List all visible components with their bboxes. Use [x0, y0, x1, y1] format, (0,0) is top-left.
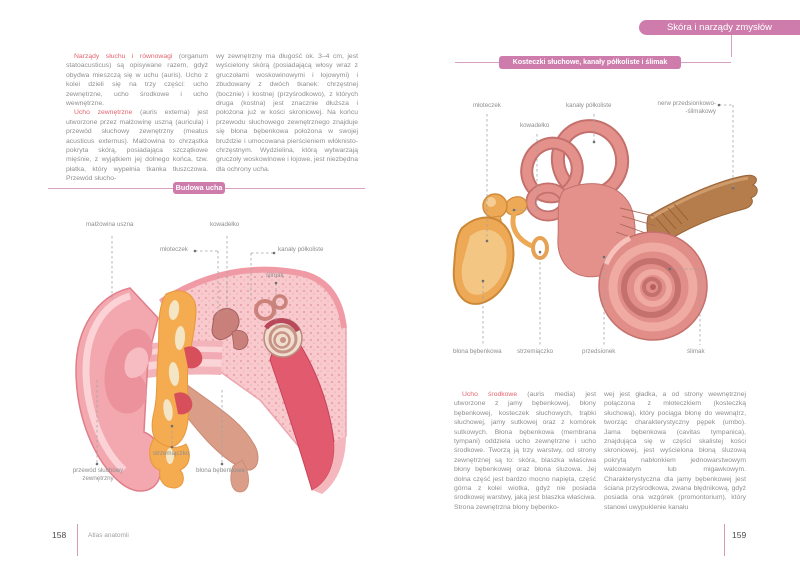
semicircular-canal-loop-2 [272, 294, 288, 310]
paragraph-lead: Ucho zewnętrzne [74, 109, 133, 117]
stapes-shape [531, 236, 549, 260]
connector-dots [481, 103, 735, 283]
eustachian-tail [230, 459, 249, 493]
auricle-helix-highlight [82, 292, 132, 473]
paragraph-body: (auris media) jest utworzone z jamy bębe… [454, 391, 596, 511]
budowa-rule-left [48, 188, 173, 189]
label-tympanic-membrane: błona bębenkowa [453, 348, 502, 355]
left-page-number: 158 [52, 530, 67, 540]
eardrum-inner [461, 229, 507, 295]
label-semicircular-canals: kanały półkoliste [278, 246, 324, 253]
right-col-2: wej jest gładka, a od strony wewnętrznej… [604, 390, 746, 512]
nerve-highlight [650, 176, 749, 220]
budowa-rule-right [225, 188, 365, 189]
label-nerve: nerw przedsionkowo- -ślimakowy [640, 100, 716, 115]
ear-cross-section-diagram [75, 236, 347, 494]
cartilage-cell [166, 448, 174, 464]
label-semicircular-canals: kanały półkoliste [566, 102, 612, 109]
label-malleus: młoteczek [160, 246, 188, 253]
label-auricle: małżowina uszna [86, 221, 134, 228]
connector-dots [95, 249, 278, 466]
label-stapes: strzemiączko [517, 348, 554, 355]
cartilage-cell [168, 300, 180, 320]
label-malleus: młoteczek [473, 102, 501, 109]
chapter-banner: Skóra i narządy zmysłów [639, 20, 800, 35]
label-nerve-line2: -ślimakowy [685, 107, 716, 115]
cochlea-highlight [603, 235, 632, 266]
semicircular-canal-loop [254, 299, 276, 321]
cochlea-whorl-4 [642, 277, 662, 297]
label-ear-canal-line1: przewód słuchowy [72, 467, 124, 474]
book-title: Atlas anatomii [88, 532, 129, 539]
paragraph-body: (auris externa) jest utworzone przez mał… [66, 109, 208, 183]
right-col-1: Ucho środkowe (auris media) jest utworzo… [454, 390, 596, 512]
left-diagram-connectors [96, 236, 277, 464]
label-incus: kowadełko [520, 122, 550, 129]
paragraph-lead: Narządy słuchu i równowagi [74, 53, 173, 60]
paragraph-body: (organum statoacusticus) są opisywane ra… [66, 53, 208, 108]
label-vestibule: przedsionek [582, 348, 616, 355]
paragraph: Ucho zewnętrzne (auris externa) jest utw… [66, 108, 208, 183]
label-stapes: strzemiączko [153, 450, 190, 457]
left-page-text: Narządy słuchu i równowagi (organum stat… [66, 52, 358, 184]
bone-roof-rim [160, 266, 347, 329]
section-rule-right [681, 62, 731, 63]
left-footer-rule [77, 524, 78, 556]
banner-connector-line [731, 35, 732, 57]
cochlea-turn-1 [268, 324, 298, 354]
left-col-1: Narządy słuchu i równowagi (organum stat… [66, 52, 208, 184]
paragraph: Ucho środkowe (auris media) jest utworzo… [454, 390, 596, 512]
label-ear-canal-line2: zewnętrzny [82, 474, 114, 482]
label-ear-canal: przewód słuchowy zewnętrzny [62, 467, 134, 482]
cochlea-whorl-2 [621, 258, 681, 318]
right-diagram-connectors [482, 104, 734, 345]
paragraph-lead: Ucho środkowe [462, 391, 518, 398]
cochlea-turn-2 [273, 331, 291, 349]
section-rule-left [455, 62, 500, 63]
label-cochlea: ślimak [687, 348, 705, 355]
paragraph: wy zewnętrzny ma długość ok. 3–4 cm, jes… [216, 53, 358, 173]
right-section-title: Kosteczki słuchowe, kanały półkoliste i … [499, 56, 681, 69]
right-footer-rule [724, 524, 725, 556]
cochlea-apex [650, 284, 656, 290]
wedge-highlight [312, 436, 346, 494]
inner-wall-wedge [269, 318, 335, 491]
label-nerve-line1: nerw przedsionkowo- [657, 100, 716, 107]
auricle-concha [124, 347, 149, 378]
cochlea-whorl-1 [608, 242, 698, 332]
muscle-band-2 [174, 392, 193, 415]
paragraph: wej jest gładka, a od strony wewnętrznej… [604, 391, 746, 511]
ossicles-shape-2 [231, 330, 249, 350]
malleus-highlight [486, 197, 496, 207]
ossicles-labyrinth-diagram [452, 103, 758, 345]
nerve-striations [655, 203, 689, 235]
left-col-2: wy zewnętrzny ma długość ok. 3–4 cm, jes… [216, 52, 358, 184]
cochlea-center [280, 337, 286, 343]
cartilage-cell [168, 362, 180, 386]
left-section-title: Budowa ucha [173, 182, 225, 194]
right-page-text: Ucho środkowe (auris media) jest utworzo… [454, 390, 746, 512]
cartilage-cell [174, 326, 186, 350]
eustachian-tube-shape [171, 377, 259, 471]
muscle-band [184, 346, 203, 369]
cochlea-whorl-3 [634, 269, 672, 307]
incus-crus [510, 213, 534, 249]
cartilage-cell [163, 399, 173, 421]
paragraph: Narządy słuchu i równowagi (organum stat… [66, 52, 208, 108]
right-page-number: 159 [732, 530, 747, 540]
label-tympanic-membrane: błona bębenkowa [196, 467, 245, 474]
label-incus: kowadełko [210, 221, 240, 228]
cochlea-rim [264, 318, 301, 333]
label-cochlea: ślimak [266, 272, 284, 279]
